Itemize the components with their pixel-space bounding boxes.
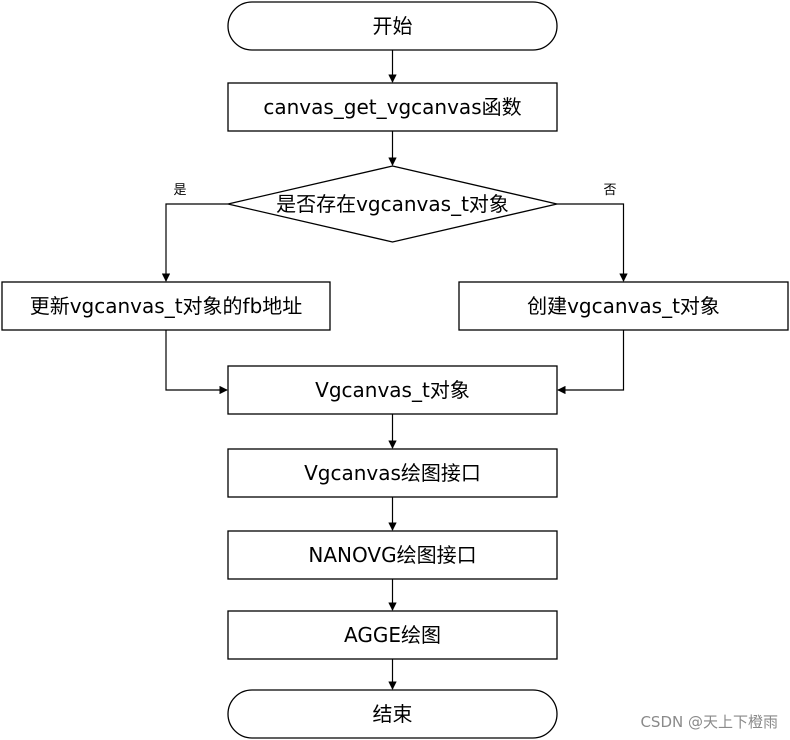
vgcanvas-object-node: Vgcanvas_t对象 <box>227 365 558 415</box>
nanovg-api-node: NANOVG绘图接口 <box>227 530 558 580</box>
start-label: 开始 <box>373 14 413 38</box>
edge-create-to-object <box>557 330 625 395</box>
watermark: CSDN @天上下橙雨 <box>640 713 778 731</box>
start-node: 开始 <box>227 1 558 51</box>
update-label: 更新vgcanvas_t对象的fb地址 <box>30 294 303 318</box>
end-node: 结束 <box>227 689 558 739</box>
nanovg-api-label: NANOVG绘图接口 <box>308 543 476 567</box>
vgcanvas-object-label: Vgcanvas_t对象 <box>315 378 470 402</box>
create-node: 创建vgcanvas_t对象 <box>458 281 789 331</box>
edge-update-to-object <box>165 330 228 395</box>
edge-decision-no <box>557 203 628 282</box>
edge-label-yes: 是 <box>173 183 186 198</box>
edge-label-no: 否 <box>603 183 616 198</box>
edge-decision-yes <box>161 203 228 282</box>
create-label: 创建vgcanvas_t对象 <box>527 294 720 318</box>
vgcanvas-api-label: Vgcanvas绘图接口 <box>304 461 481 485</box>
vgcanvas-api-node: Vgcanvas绘图接口 <box>227 448 558 498</box>
end-label: 结束 <box>373 702 413 726</box>
agge-label: AGGE绘图 <box>344 623 441 647</box>
update-node: 更新vgcanvas_t对象的fb地址 <box>1 281 331 331</box>
agge-node: AGGE绘图 <box>227 610 558 660</box>
get-vgcanvas-node: canvas_get_vgcanvas函数 <box>227 82 558 132</box>
decision-label: 是否存在vgcanvas_t对象 <box>276 192 509 216</box>
decision-node: 是否存在vgcanvas_t对象 <box>227 165 558 243</box>
get-vgcanvas-label: canvas_get_vgcanvas函数 <box>263 95 521 119</box>
